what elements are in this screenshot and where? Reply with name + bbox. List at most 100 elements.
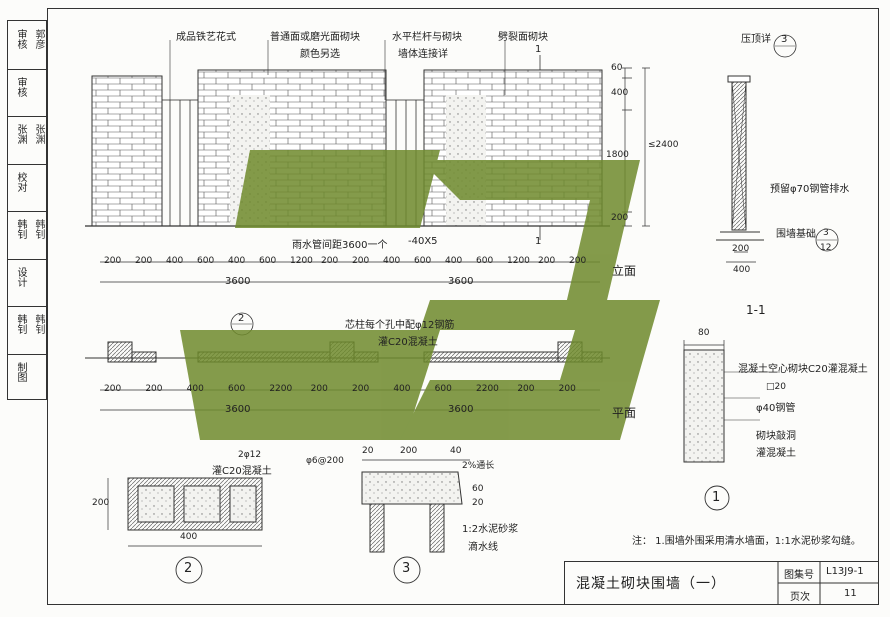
detail1-note-2: φ40钢管	[756, 403, 796, 414]
callout-facing-block: 普通面或磨光面砌块	[270, 32, 360, 43]
section-1-1	[716, 34, 839, 263]
section-pipe-note: 预留φ70钢管排水	[770, 184, 850, 195]
elevation-dim-value: 400	[228, 256, 246, 266]
section-top-note: 压顶详	[741, 34, 771, 45]
atlas-number: L13J9-1	[826, 566, 864, 577]
sidebar-divider	[8, 163, 46, 165]
plan-dim-value: 600	[228, 384, 246, 394]
section-foundation: 围墙基础	[776, 229, 816, 240]
callout-wall-joint: 墙体连接详	[398, 49, 448, 60]
sidebar-label: 韩钊	[15, 314, 26, 334]
elevation-dim-value: 1200	[290, 256, 313, 266]
sidebar-label: 审核	[15, 29, 26, 49]
vert-dim-200: 200	[611, 213, 629, 223]
elevation-dim-value: 200	[135, 256, 153, 266]
sidebar-signature: 张渊	[33, 124, 44, 144]
plan-ref-2: 2	[238, 313, 245, 324]
detail3-vert-0: 60	[472, 484, 484, 494]
plan-total-2: 3600	[448, 404, 474, 415]
elevation-label: 立面	[612, 264, 637, 278]
detail1-dim: 80	[698, 328, 710, 338]
signature-sidebar: 审核郭彦审核张渊张渊校对韩钊韩钊设计韩钊韩钊制图	[7, 20, 47, 400]
elevation-dim-value: 400	[166, 256, 184, 266]
sidebar-label: 设计	[15, 266, 26, 287]
elevation-dim-value: 200	[321, 256, 339, 266]
callout-split-block: 劈裂面砌块	[498, 32, 548, 43]
callout-drain-pipe: 雨水管间距3600一个	[292, 240, 388, 251]
sidebar-signature: 韩钊	[33, 314, 44, 334]
detail3-number: 3	[402, 561, 411, 576]
plan-dim-value: 200	[104, 384, 122, 394]
atlas-label: 图集号	[784, 570, 814, 581]
detail1-note-3: 砌块敲洞	[756, 431, 796, 442]
page-number: 11	[844, 588, 857, 599]
section-mark-top: 1	[535, 44, 542, 55]
section-dim-200: 200	[732, 244, 750, 254]
detail-3	[361, 459, 470, 584]
section-ref-bot-sheet: 12	[820, 243, 832, 253]
callout-color-note: 颜色另选	[300, 49, 340, 60]
detail2-height: 200	[92, 498, 110, 508]
elevation-dim-value: 600	[259, 256, 277, 266]
page-label: 页次	[790, 592, 810, 603]
sidebar-label: 审核	[15, 76, 26, 97]
plan-dim-value: 200	[517, 384, 535, 394]
detail2-rebar: 2φ12	[238, 450, 262, 460]
elevation-dim-value: 600	[414, 256, 432, 266]
vert-dim-max: ≤2400	[648, 140, 679, 150]
sidebar-divider	[8, 116, 46, 117]
detail3-long-bar: 2%通长	[462, 461, 495, 471]
callout-grout: 灌C20混凝土	[378, 337, 438, 348]
callout-iron-fence: 成品铁艺花式	[176, 32, 236, 43]
title-block-grid	[777, 561, 879, 605]
title-block	[564, 561, 879, 605]
plan-dim-value: 2200	[269, 384, 293, 394]
elevation-dim-value: 200	[104, 256, 122, 266]
sidebar-divider	[8, 258, 46, 260]
callout-core-column: 芯柱每个孔中配φ12钢筋	[345, 320, 455, 331]
elevation-total-2: 3600	[448, 276, 474, 287]
plan-dim-value: 200	[352, 384, 370, 394]
detail3-mortar: 1:2水泥砂浆	[462, 524, 519, 535]
plan-dim-value: 400	[186, 384, 204, 394]
sidebar-divider	[8, 306, 46, 307]
sidebar-divider	[8, 211, 46, 212]
elevation-dim-value: 200	[569, 256, 587, 266]
drawing-frame	[47, 8, 879, 605]
detail1-note-1: □20	[766, 382, 786, 392]
vert-dim-400: 400	[611, 88, 629, 98]
sidebar-label: 制图	[15, 361, 26, 382]
detail2-grout: 灌C20混凝土	[212, 466, 272, 477]
detail2-number: 2	[184, 561, 193, 576]
detail3-vert-1: 20	[472, 498, 484, 508]
watermark-logo	[180, 150, 660, 440]
plan-label: 平面	[612, 406, 637, 420]
elevation-dim-value: 200	[352, 256, 370, 266]
sidebar-label: 校对	[15, 171, 26, 192]
sidebar-divider	[8, 353, 46, 355]
elevation-total-1: 3600	[225, 276, 251, 287]
elevation-dim-value: 400	[445, 256, 463, 266]
detail3-dim-0: 20	[362, 446, 374, 456]
plan-dim-value: 200	[310, 384, 328, 394]
section-dim-400: 400	[733, 265, 751, 275]
detail-2	[107, 477, 263, 584]
plan-dim-value: 400	[393, 384, 411, 394]
drawing-title: 混凝土砌块围墙（一）	[576, 576, 726, 592]
detail1-number: 1	[712, 490, 721, 505]
sidebar-label: 韩钊	[15, 219, 26, 239]
callout-bar: -40X5	[408, 236, 438, 247]
vert-dim-60: 60	[611, 63, 623, 73]
elevation-dim-value: 1200	[507, 256, 530, 266]
section-mark-bottom: 1	[535, 236, 542, 247]
sidebar-label: 张渊	[15, 124, 26, 144]
elevation-dim-value: 200	[538, 256, 556, 266]
elevation-dim-value: 600	[476, 256, 494, 266]
detail3-dim-1: 200	[400, 446, 418, 456]
detail1-note-0: 混凝土空心砌块C20灌混凝土	[738, 364, 868, 375]
plan-dim-value: 600	[434, 384, 452, 394]
plan-dim-value: 200	[145, 384, 163, 394]
vert-dim-1800: 1800	[606, 150, 629, 160]
